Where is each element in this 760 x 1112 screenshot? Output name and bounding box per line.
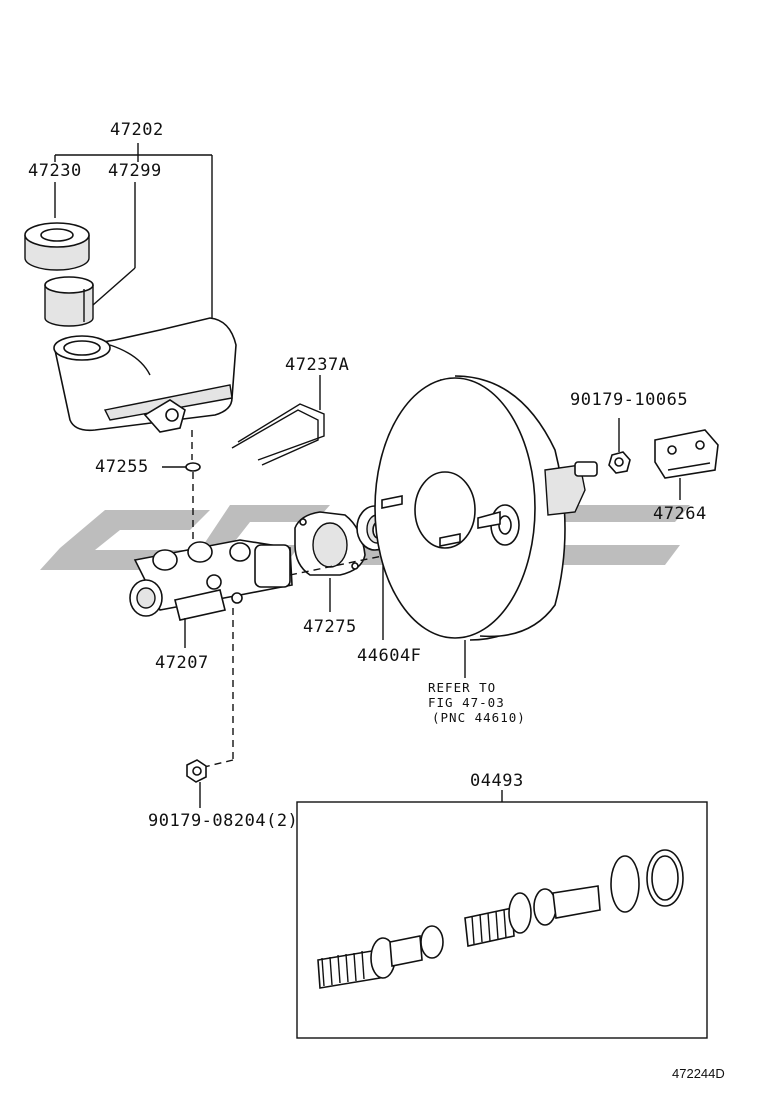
grommet-47255 — [185, 462, 201, 472]
strainer-47299 — [44, 276, 94, 327]
ref-line-2: FIG 47-03 — [428, 695, 505, 710]
label-47230: 47230 — [28, 161, 82, 181]
nut-90179-08204 — [186, 759, 207, 783]
label-47207: 47207 — [155, 653, 209, 673]
reservoir-47202 — [53, 317, 237, 433]
figure-code: 472244D — [672, 1066, 725, 1081]
label-44604F: 44604F — [357, 646, 421, 666]
label-90179-10065: 90179-10065 — [570, 390, 688, 410]
label-47264: 47264 — [653, 504, 707, 524]
brake-booster — [374, 375, 598, 641]
master-cylinder-47207 — [129, 539, 293, 621]
ref-line-3: (PNC 44610) — [432, 710, 526, 725]
label-47299: 47299 — [108, 161, 162, 181]
gasket-47275 — [294, 511, 366, 576]
label-90179-08204: 90179-08204(2) — [148, 811, 298, 831]
label-47255: 47255 — [95, 457, 149, 477]
label-47275: 47275 — [303, 617, 357, 637]
nut-90179-10065 — [608, 451, 631, 474]
bracket-47264 — [654, 429, 719, 479]
ref-line-1: REFER TO — [428, 680, 496, 695]
label-04493: 04493 — [470, 771, 524, 791]
piston-kit-04493 — [317, 849, 684, 989]
kit-box-04493 — [296, 801, 708, 1039]
reservoir-cap-47230 — [24, 222, 90, 271]
pipe-47237A — [231, 403, 325, 466]
label-47202: 47202 — [110, 120, 164, 140]
label-47237A: 47237A — [285, 355, 349, 375]
